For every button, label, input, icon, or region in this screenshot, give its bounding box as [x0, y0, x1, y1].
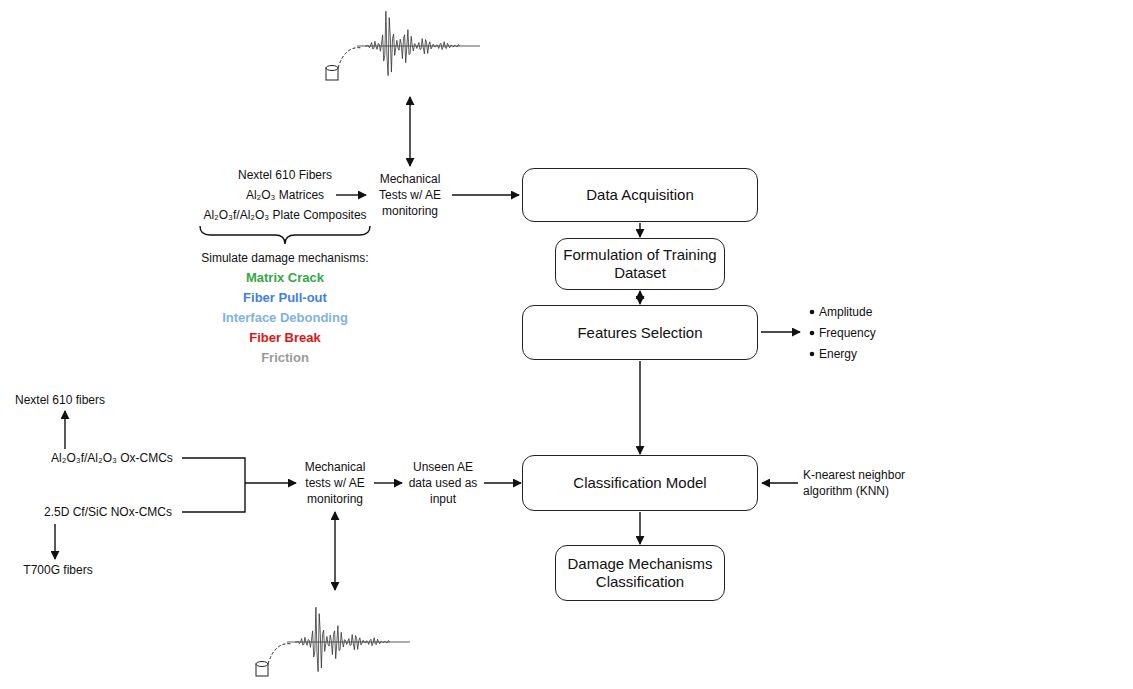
flow-arrow — [64, 411, 65, 449]
annotation-text: Simulate damage mechanisms: — [175, 250, 395, 266]
bullet-dot — [810, 310, 815, 315]
bullet-dot — [810, 331, 815, 336]
process-box: Features Selection — [522, 305, 758, 360]
annotation-text: Al₂O₃f/Al₂O₃ Plate Composites — [190, 207, 380, 223]
sensor-cable — [338, 48, 362, 68]
flow-arrow — [484, 482, 521, 483]
double-arrow — [409, 97, 410, 166]
flow-arrow — [54, 524, 55, 559]
sensor-cable — [268, 644, 292, 664]
flow-arrow — [245, 482, 296, 483]
box-label: Classification Model — [573, 474, 706, 492]
box-label: Damage Mechanisms Classification — [562, 555, 718, 591]
bracket-line — [182, 458, 245, 512]
curly-brace — [200, 226, 370, 244]
process-box: Formulation of Training Dataset — [555, 238, 725, 290]
waveform-baseline — [357, 46, 480, 47]
box-label: Features Selection — [577, 324, 702, 342]
process-box: Data Acquisition — [522, 168, 758, 222]
flow-connector — [639, 223, 640, 237]
damage-mechanism-label: Matrix Crack — [185, 270, 385, 286]
flow-connector — [639, 512, 640, 544]
process-box: Damage Mechanisms Classification — [555, 545, 725, 601]
flow-connector — [639, 291, 640, 304]
sensor-icon — [326, 66, 338, 81]
damage-mechanism-label: Fiber Break — [185, 330, 385, 346]
double-arrow — [334, 512, 335, 590]
flow-arrow — [336, 194, 366, 195]
sensor-top — [256, 662, 268, 667]
annotation-text: Mechanical Tests w/ AE monitoring — [369, 171, 451, 219]
annotation-text: Nextel 610 Fibers — [200, 167, 370, 183]
annotation-text: Amplitude — [819, 304, 919, 320]
damage-mechanism-label: Interface Debonding — [185, 310, 385, 326]
waveform-trace — [365, 11, 460, 75]
ae-waveform — [326, 11, 480, 80]
damage-mechanism-label: Fiber Pull-out — [185, 290, 385, 306]
annotation-text: 2.5D Cf/SiC NOx-CMCs — [33, 504, 183, 520]
waveform-trace — [295, 607, 390, 671]
flow-arrow — [374, 482, 402, 483]
annotation-text: Frequency — [819, 325, 919, 341]
flow-arrow — [761, 331, 800, 332]
sensor-top — [326, 66, 338, 71]
annotation-text: T700G fibers — [3, 562, 113, 578]
box-label: Data Acquisition — [586, 186, 694, 204]
bullet-dots — [810, 310, 815, 357]
waveform-baseline — [287, 642, 410, 643]
process-box: Classification Model — [522, 455, 758, 511]
annotation-text: Al₂O₃f/Al₂O₃ Ox-CMCs — [37, 450, 187, 466]
annotation-text: Unseen AE data used as input — [403, 459, 483, 507]
sensor-icon — [256, 662, 268, 677]
bullet-dot — [810, 352, 815, 357]
ae-waveform — [256, 607, 410, 676]
flow-arrow — [452, 194, 519, 195]
damage-mechanism-label: Friction — [185, 350, 385, 366]
annotation-text: Mechanical tests w/ AE monitoring — [294, 459, 376, 507]
flow-arrow — [762, 482, 798, 483]
box-label: Formulation of Training Dataset — [562, 246, 718, 282]
annotation-text: Energy — [819, 346, 919, 362]
annotation-text: K-nearest neighbor algorithm (KNN) — [803, 467, 953, 499]
flow-connector — [639, 361, 640, 454]
annotation-text: Al₂O₃ Matrices — [200, 187, 370, 203]
annotation-text: Nextel 610 fibers — [5, 392, 115, 408]
